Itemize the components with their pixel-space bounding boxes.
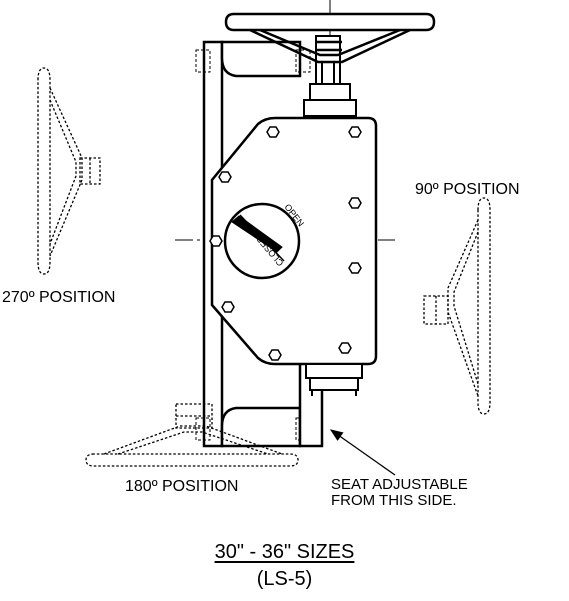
bottom-coupling (305, 363, 363, 396)
title-model: (LS-5) (256, 568, 313, 590)
housing-bolts (209, 126, 362, 361)
handwheel-90-ghost (423, 197, 491, 415)
flange-brackets (220, 40, 302, 448)
label-180-position: 180º POSITION (125, 478, 239, 495)
seat-adjustable-note: SEAT ADJUSTABLE FROM THIS SIDE. (331, 477, 468, 509)
position-dial (223, 202, 301, 280)
label-90-position: 90º POSITION (415, 181, 520, 198)
label-270-position: 270º POSITION (2, 289, 116, 306)
note-line-2: FROM THIS SIDE. (331, 492, 457, 509)
seat-leader-arrow (329, 429, 396, 476)
handwheel-180-ghost (85, 403, 299, 467)
note-line-1: SEAT ADJUSTABLE (331, 476, 468, 493)
title-block: 30" - 36" SIZES (LS-5) (0, 541, 569, 591)
title-sizes: 30" - 36" SIZES (214, 541, 355, 563)
stem (303, 35, 357, 117)
handwheel-270-ghost (37, 67, 101, 275)
top-handwheel (224, 12, 436, 64)
